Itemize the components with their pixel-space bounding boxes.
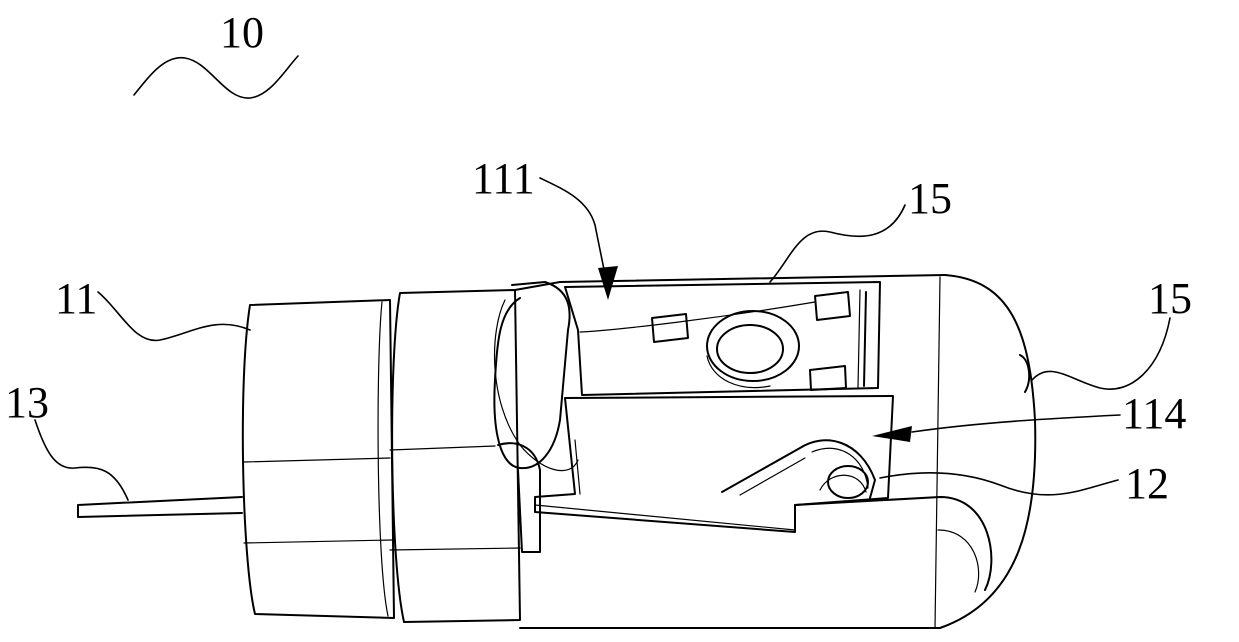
label-15-outer: 15 [1148, 274, 1192, 323]
leader-12 [880, 473, 1118, 495]
arrowhead-111 [598, 266, 618, 300]
label-10: 10 [220, 8, 264, 57]
leader-13 [35, 420, 128, 500]
leader-10 [134, 56, 298, 98]
sensor-board [652, 292, 850, 390]
label-111: 111 [472, 154, 535, 203]
label-114: 114 [1122, 389, 1186, 438]
middle-collar [390, 290, 520, 622]
leader-15-outer [1032, 318, 1170, 389]
rear-housing [243, 300, 394, 618]
label-12: 12 [1125, 459, 1169, 508]
leader-15-inner [770, 205, 905, 282]
probe-tip [722, 440, 875, 498]
cable [78, 497, 242, 517]
leader-111 [540, 178, 608, 288]
main-body [494, 275, 1035, 628]
leader-11 [98, 292, 250, 340]
label-13: 13 [5, 378, 49, 427]
label-11: 11 [55, 274, 97, 323]
label-15-inner: 15 [908, 174, 952, 223]
leader-114 [912, 415, 1120, 432]
